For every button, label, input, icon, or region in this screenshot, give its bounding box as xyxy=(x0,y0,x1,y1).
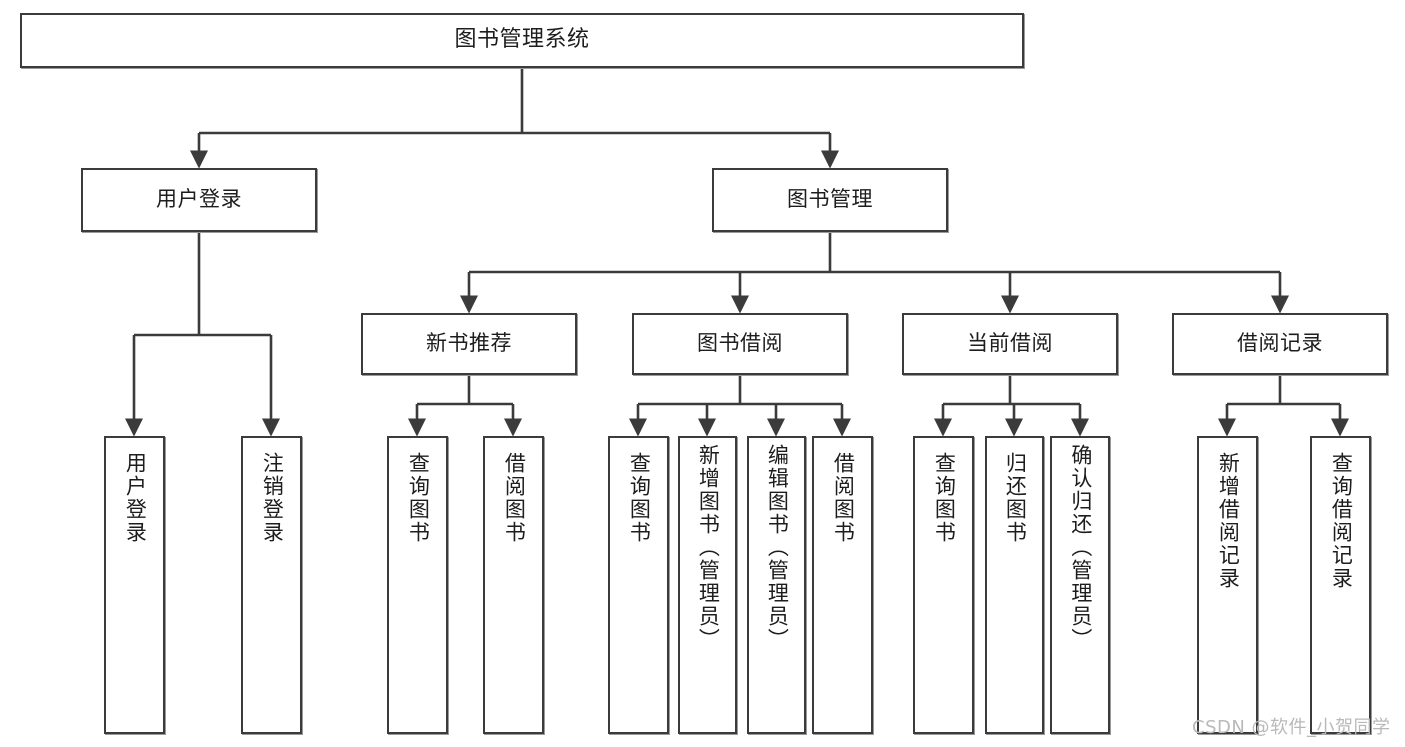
node-current-borrow[interactable]: 当前借阅 xyxy=(902,313,1118,375)
node-user-login-label: 用户登录 xyxy=(156,187,242,212)
node-leaf-query-book-2[interactable]: 查询图书 xyxy=(608,436,669,734)
node-leaf-add-book-admin-label: 新增图书（管理员） xyxy=(696,444,721,651)
node-leaf-query-borrow-record[interactable]: 查询借阅记录 xyxy=(1310,436,1371,734)
node-leaf-add-borrow-record-label: 新增借阅记录 xyxy=(1216,452,1241,590)
node-leaf-borrow-book-1[interactable]: 借阅图书 xyxy=(483,436,544,734)
node-new-book-recommendation-label: 新书推荐 xyxy=(426,331,512,356)
node-leaf-borrow-book-1-label: 借阅图书 xyxy=(502,452,527,544)
node-leaf-edit-book-admin[interactable]: 编辑图书（管理员） xyxy=(747,436,806,734)
node-book-manage[interactable]: 图书管理 xyxy=(712,168,948,232)
node-leaf-user-login[interactable]: 用户登录 xyxy=(104,436,165,734)
node-root-system-label: 图书管理系统 xyxy=(454,27,590,53)
node-leaf-user-login-label: 用户登录 xyxy=(123,452,148,544)
node-book-borrow[interactable]: 图书借阅 xyxy=(632,313,848,375)
node-current-borrow-label: 当前借阅 xyxy=(967,331,1053,356)
node-leaf-add-book-admin[interactable]: 新增图书（管理员） xyxy=(678,436,737,734)
node-leaf-query-borrow-record-label: 查询借阅记录 xyxy=(1329,452,1354,590)
node-leaf-confirm-return-admin[interactable]: 确认归还（管理员） xyxy=(1050,436,1110,734)
csdn-watermark: CSDN @软件_小贺同学 xyxy=(1192,717,1391,738)
node-leaf-return-book[interactable]: 归还图书 xyxy=(985,436,1044,734)
node-leaf-query-book-1-label: 查询图书 xyxy=(406,452,431,544)
node-borrow-record[interactable]: 借阅记录 xyxy=(1172,313,1388,375)
node-borrow-record-label: 借阅记录 xyxy=(1237,331,1323,356)
node-leaf-return-book-label: 归还图书 xyxy=(1003,452,1028,544)
node-leaf-query-book-1[interactable]: 查询图书 xyxy=(387,436,448,734)
node-root-system[interactable]: 图书管理系统 xyxy=(20,13,1024,68)
node-leaf-borrow-book-2-label: 借阅图书 xyxy=(831,452,856,544)
node-book-borrow-label: 图书借阅 xyxy=(697,331,783,356)
node-book-manage-label: 图书管理 xyxy=(787,187,873,212)
node-new-book-recommendation[interactable]: 新书推荐 xyxy=(361,313,577,375)
node-leaf-user-logout[interactable]: 注销登录 xyxy=(241,436,302,734)
node-leaf-confirm-return-admin-label: 确认归还（管理员） xyxy=(1068,444,1093,651)
node-leaf-borrow-book-2[interactable]: 借阅图书 xyxy=(812,436,873,734)
node-leaf-query-book-3[interactable]: 查询图书 xyxy=(913,436,974,734)
node-leaf-user-logout-label: 注销登录 xyxy=(260,452,285,544)
node-leaf-add-borrow-record[interactable]: 新增借阅记录 xyxy=(1197,436,1258,734)
node-leaf-query-book-2-label: 查询图书 xyxy=(627,452,652,544)
node-user-login[interactable]: 用户登录 xyxy=(81,168,317,232)
node-leaf-query-book-3-label: 查询图书 xyxy=(932,452,957,544)
node-leaf-edit-book-admin-label: 编辑图书（管理员） xyxy=(765,444,790,651)
